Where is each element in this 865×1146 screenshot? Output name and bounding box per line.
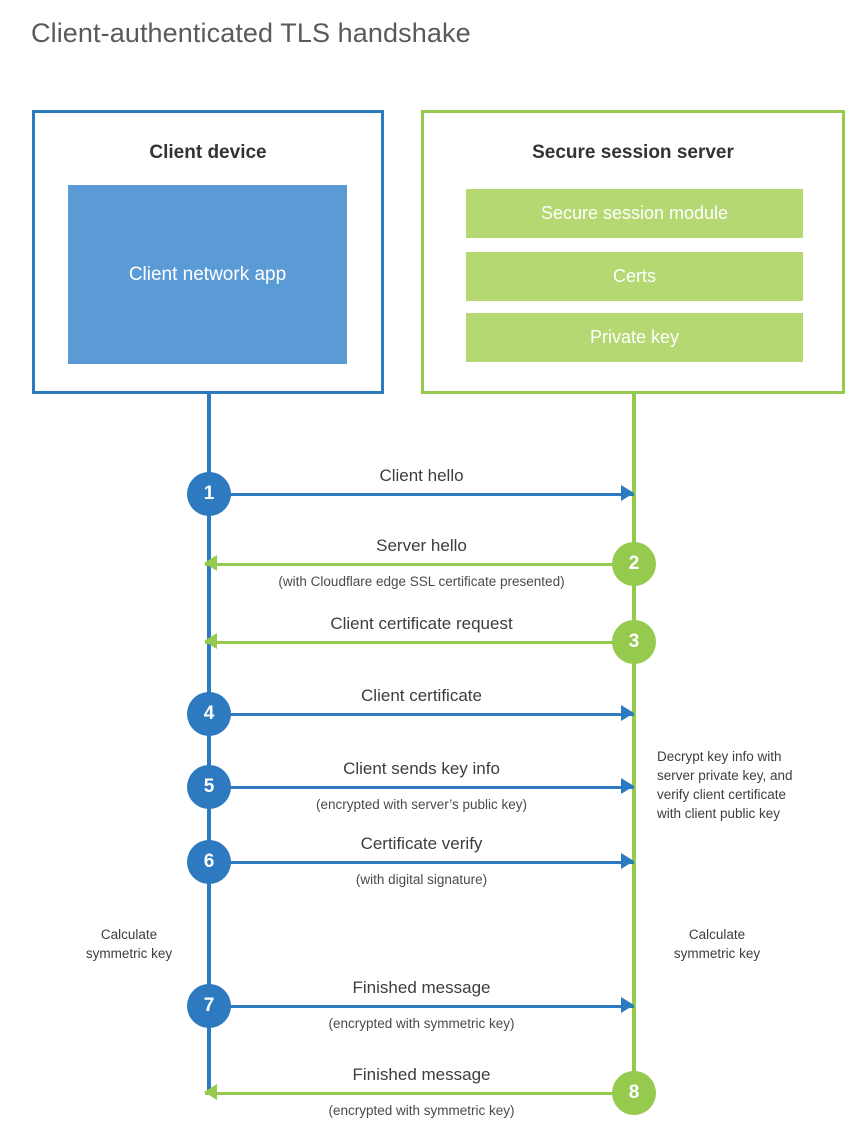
secure-session-server-title: Secure session server	[532, 142, 734, 163]
step-circle-1[interactable]: 1	[187, 472, 231, 516]
arrow-line-step-4	[209, 713, 634, 716]
secure-session-server-box: Secure session server Secure session mod…	[421, 110, 845, 394]
step-circle-8[interactable]: 8	[612, 1071, 656, 1115]
arrow-line-step-7	[209, 1005, 634, 1008]
client-device-box: Client device Client network app	[32, 110, 384, 394]
arrow-line-step-1	[209, 493, 634, 496]
arrow-line-step-8	[205, 1092, 634, 1095]
arrow-head-step-8	[204, 1084, 217, 1100]
step-circle-6[interactable]: 6	[187, 840, 231, 884]
step-label-8: Finished message	[352, 1065, 491, 1084]
step-sublabel-2: (with Cloudflare edge SSL certificate pr…	[278, 574, 565, 589]
step-sublabel-6: (with digital signature)	[355, 872, 488, 887]
page-title: Client-authenticated TLS handshake	[31, 18, 471, 48]
arrow-head-step-2	[204, 555, 217, 571]
client-device-title: Client device	[149, 142, 267, 163]
step-circle-2[interactable]: 2	[612, 542, 656, 586]
arrow-head-step-5	[621, 778, 634, 794]
step-circle-3[interactable]: 3	[612, 620, 656, 664]
step-circle-4[interactable]: 4	[187, 692, 231, 736]
step-circle-7[interactable]: 7	[187, 984, 231, 1028]
step-label-1: Client hello	[379, 466, 464, 485]
arrow-head-step-1	[621, 485, 634, 501]
server-module-secure-session-module: Secure session module	[466, 189, 803, 238]
server-module-private-key: Private key	[466, 313, 803, 362]
arrow-line-step-6	[209, 861, 634, 864]
server-module-certs: Certs	[466, 252, 803, 301]
server-decrypt-note: Decrypt key info with server private key…	[657, 749, 793, 821]
client-network-app-block: Client network app	[68, 185, 347, 364]
step-label-5: Client sends key info	[343, 759, 500, 778]
arrow-line-step-5	[209, 786, 634, 789]
step-sublabel-7: (encrypted with symmetric key)	[328, 1016, 515, 1031]
step-label-7: Finished message	[352, 978, 491, 997]
arrow-line-step-3	[205, 641, 634, 644]
arrow-head-step-6	[621, 853, 634, 869]
step-label-3: Client certificate request	[330, 614, 513, 633]
step-label-2: Server hello	[376, 536, 467, 555]
arrow-head-step-3	[204, 633, 217, 649]
step-circle-5[interactable]: 5	[187, 765, 231, 809]
step-sublabel-5: (encrypted with server’s public key)	[315, 797, 528, 812]
step-label-6: Certificate verify	[360, 834, 483, 853]
server-lifeline	[632, 393, 636, 1093]
arrow-head-step-4	[621, 705, 634, 721]
step-label-4: Client certificate	[361, 686, 482, 705]
step-sublabel-8: (encrypted with symmetric key)	[328, 1103, 515, 1118]
client-lifeline	[207, 393, 211, 1093]
arrow-line-step-2	[205, 563, 634, 566]
arrow-head-step-7	[621, 997, 634, 1013]
